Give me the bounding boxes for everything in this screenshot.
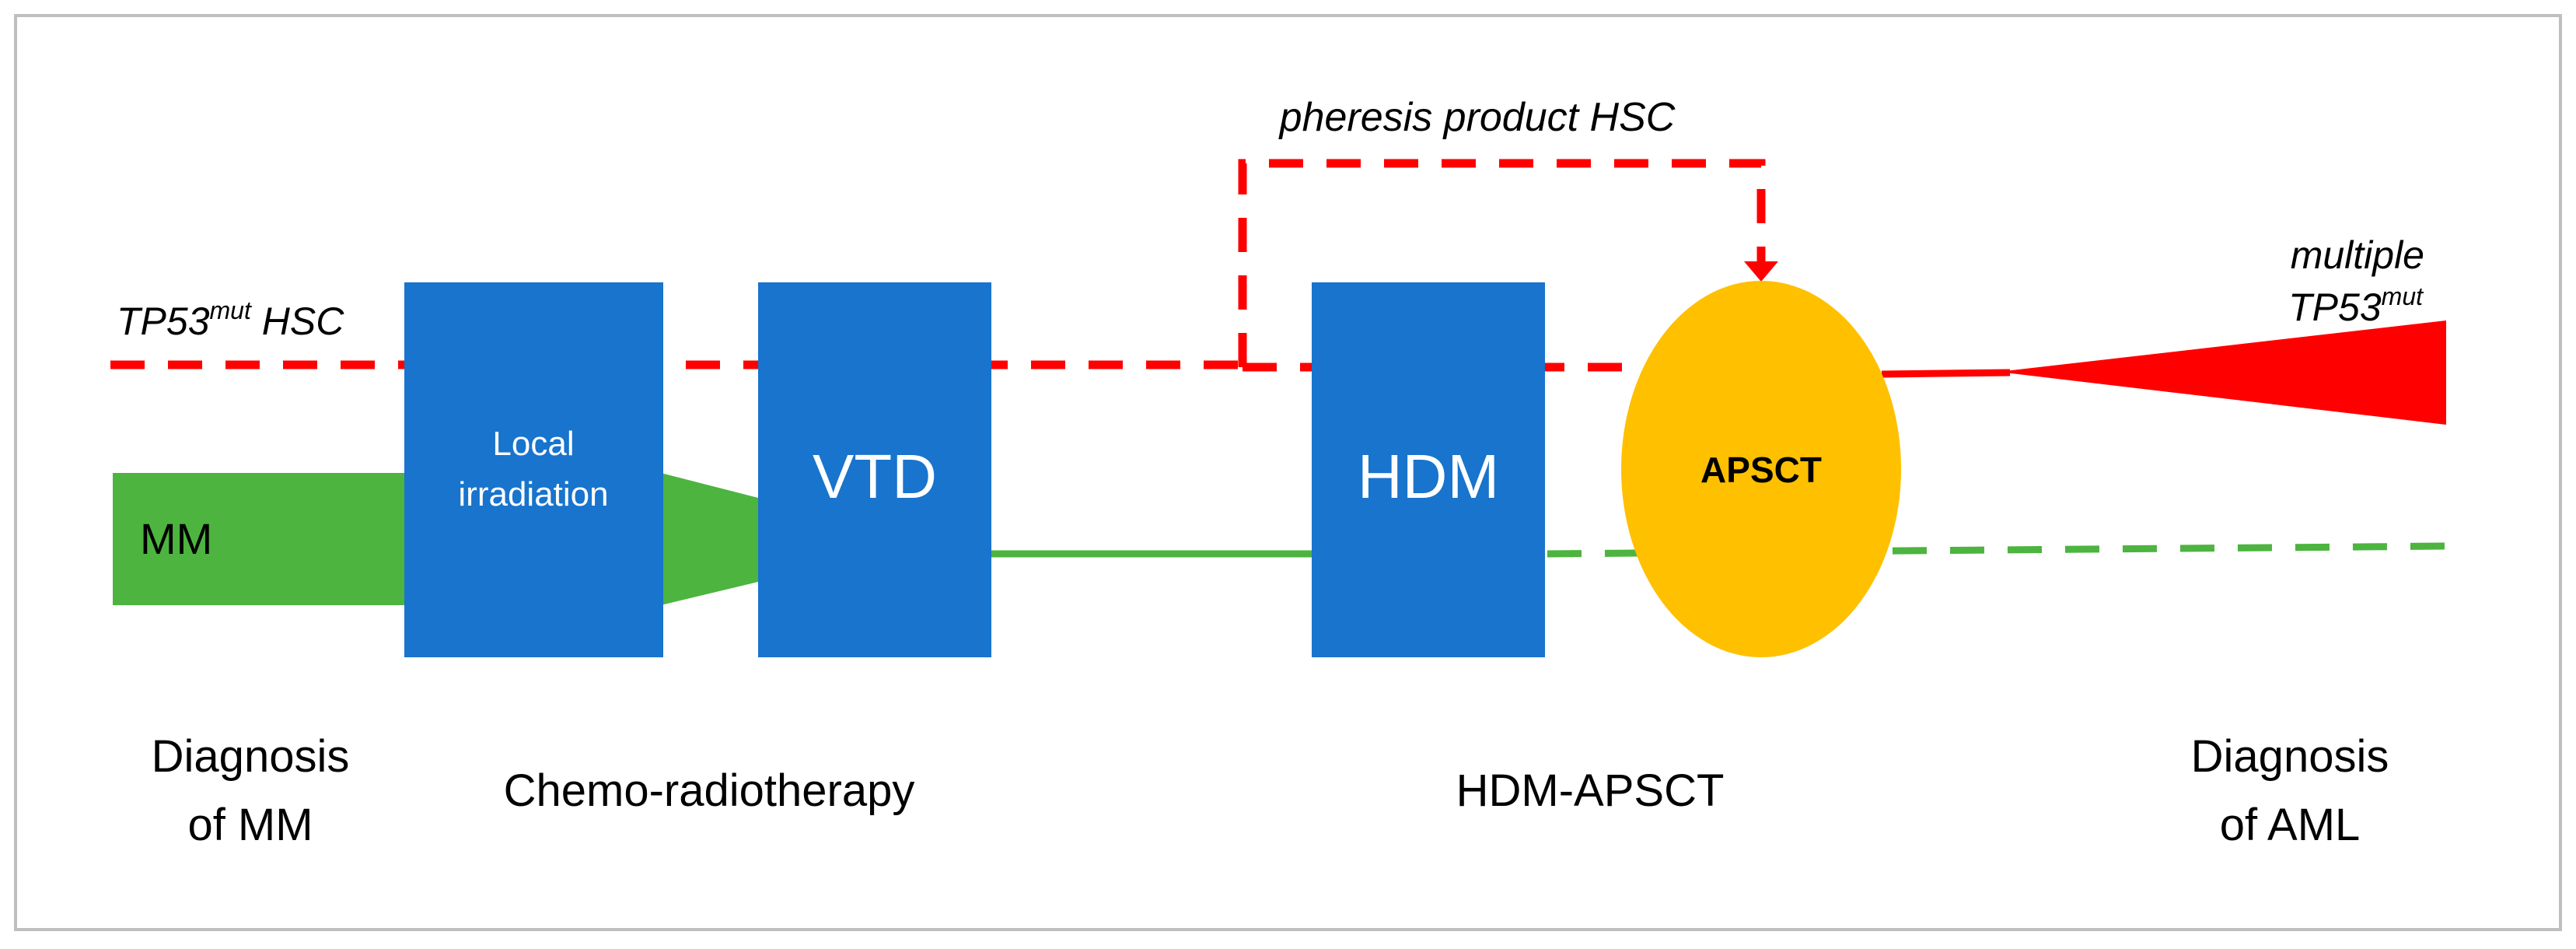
- vtd-label: VTD: [813, 442, 937, 511]
- mm-tapering-wedge: [661, 473, 758, 605]
- hdm-box: [1312, 282, 1545, 657]
- local-irradiation-label-line1: Local: [492, 425, 574, 463]
- hdm-apsct-label: HDM-APSCT: [1456, 765, 1725, 816]
- pheresis-label: pheresis product HSC: [1278, 95, 1676, 140]
- chemo-radiotherapy-label: Chemo-radiotherapy: [504, 765, 915, 816]
- diagnosis-mm-label-line2: of MM: [187, 800, 313, 850]
- diagnosis-aml-label-line2: of AML: [2220, 800, 2361, 850]
- tp53-solid-line: [1881, 369, 2011, 378]
- pheresis-arrowhead: [1744, 261, 1778, 282]
- vtd-box: [758, 282, 991, 657]
- pheresis-dashed-path: [1238, 159, 1766, 367]
- mm-bar-label: MM: [140, 514, 212, 563]
- diagnosis-mm-label-line1: Diagnosis: [152, 731, 350, 782]
- local-irradiation-label-line2: irradiation: [458, 475, 608, 513]
- multiple-tp53-label: TP53mut: [2288, 282, 2424, 329]
- local-irradiation-box: [404, 282, 663, 657]
- diagnosis-aml-label-line1: Diagnosis: [2191, 731, 2389, 782]
- apsct-ellipse: [1621, 281, 1901, 657]
- tp53-hsc-label: TP53mut HSC: [117, 296, 344, 343]
- tp53-expansion-wedge: [1998, 320, 2446, 425]
- mm-residual-dashed-line: [1547, 542, 2450, 558]
- hdm-label: HDM: [1358, 442, 1499, 511]
- multiple-label: multiple: [2291, 233, 2424, 277]
- mm-bar: [113, 473, 408, 605]
- diagram-frame: [14, 14, 2562, 931]
- apsct-label: APSCT: [1700, 450, 1822, 490]
